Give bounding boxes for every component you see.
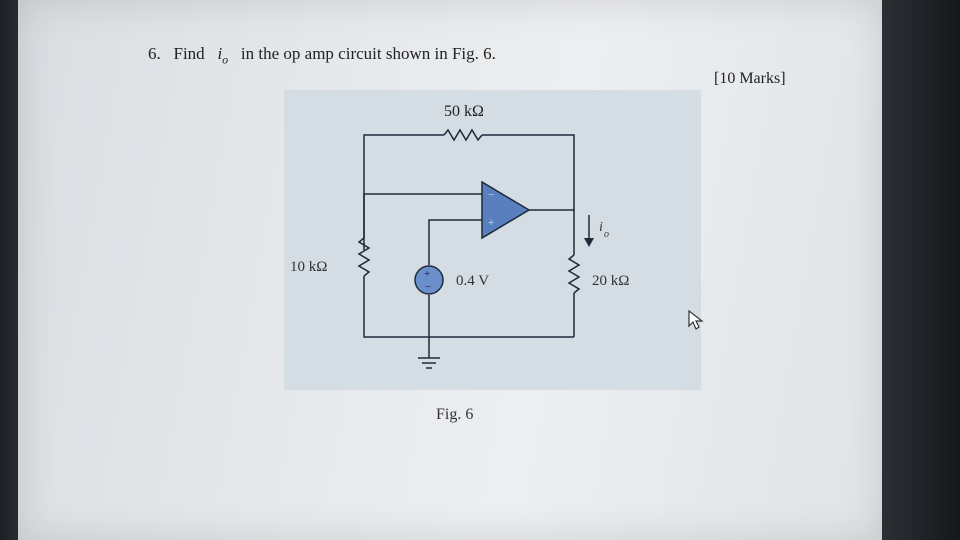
source-minus-label: −: [425, 281, 431, 293]
wire-noninverting: [428, 219, 482, 265]
wire-top-left: [363, 134, 444, 250]
current-label: i: [599, 220, 603, 235]
source-voltage-label: 0.4 V: [456, 273, 489, 289]
ground-symbol: [418, 357, 440, 369]
question-rest: in the op amp circuit shown in Fig. 6.: [240, 44, 496, 63]
question-number: 6.: [148, 44, 161, 63]
resistor-50k-label: 50 kΩ: [444, 103, 484, 120]
monitor-bezel-left: [0, 0, 22, 540]
current-arrow-head: [584, 238, 594, 247]
resistor-10k-symbol: [357, 237, 371, 277]
opamp-plus-label: +: [488, 217, 494, 229]
voltage-source-symbol: [414, 265, 444, 295]
question-subscript: o: [222, 52, 229, 67]
question-variable: i: [217, 44, 223, 63]
wire-left-bottom: [363, 276, 574, 338]
resistor-20k-label: 20 kΩ: [592, 273, 629, 289]
mouse-cursor-icon: [688, 309, 704, 335]
current-subscript: o: [604, 229, 609, 240]
opamp-minus-label: −: [488, 189, 494, 201]
marks-label: [10 Marks]: [714, 70, 786, 87]
figure-caption: Fig. 6: [436, 406, 474, 423]
question-find: Find: [173, 44, 205, 63]
question-text: 6. Find io in the op amp circuit shown i…: [148, 44, 496, 67]
document-screen: 6. Find io in the op amp circuit shown i…: [18, 0, 882, 540]
resistor-10k-label: 10 kΩ: [290, 259, 327, 275]
resistor-20k-symbol: [567, 254, 581, 294]
source-plus-label: +: [424, 268, 430, 280]
wire-top-right: [482, 134, 575, 210]
circuit-figure: − + + − 50 kΩ 10 kΩ 0.4 V 20 kΩ i o: [284, 90, 701, 390]
circuit-diagram: − + + − 50 kΩ 10 kΩ 0.4 V 20 kΩ i o: [290, 103, 629, 369]
resistor-50k-symbol: [443, 128, 483, 142]
opamp-symbol: [481, 180, 531, 240]
monitor-bezel-right: [882, 0, 960, 540]
wire-output: [529, 209, 575, 255]
